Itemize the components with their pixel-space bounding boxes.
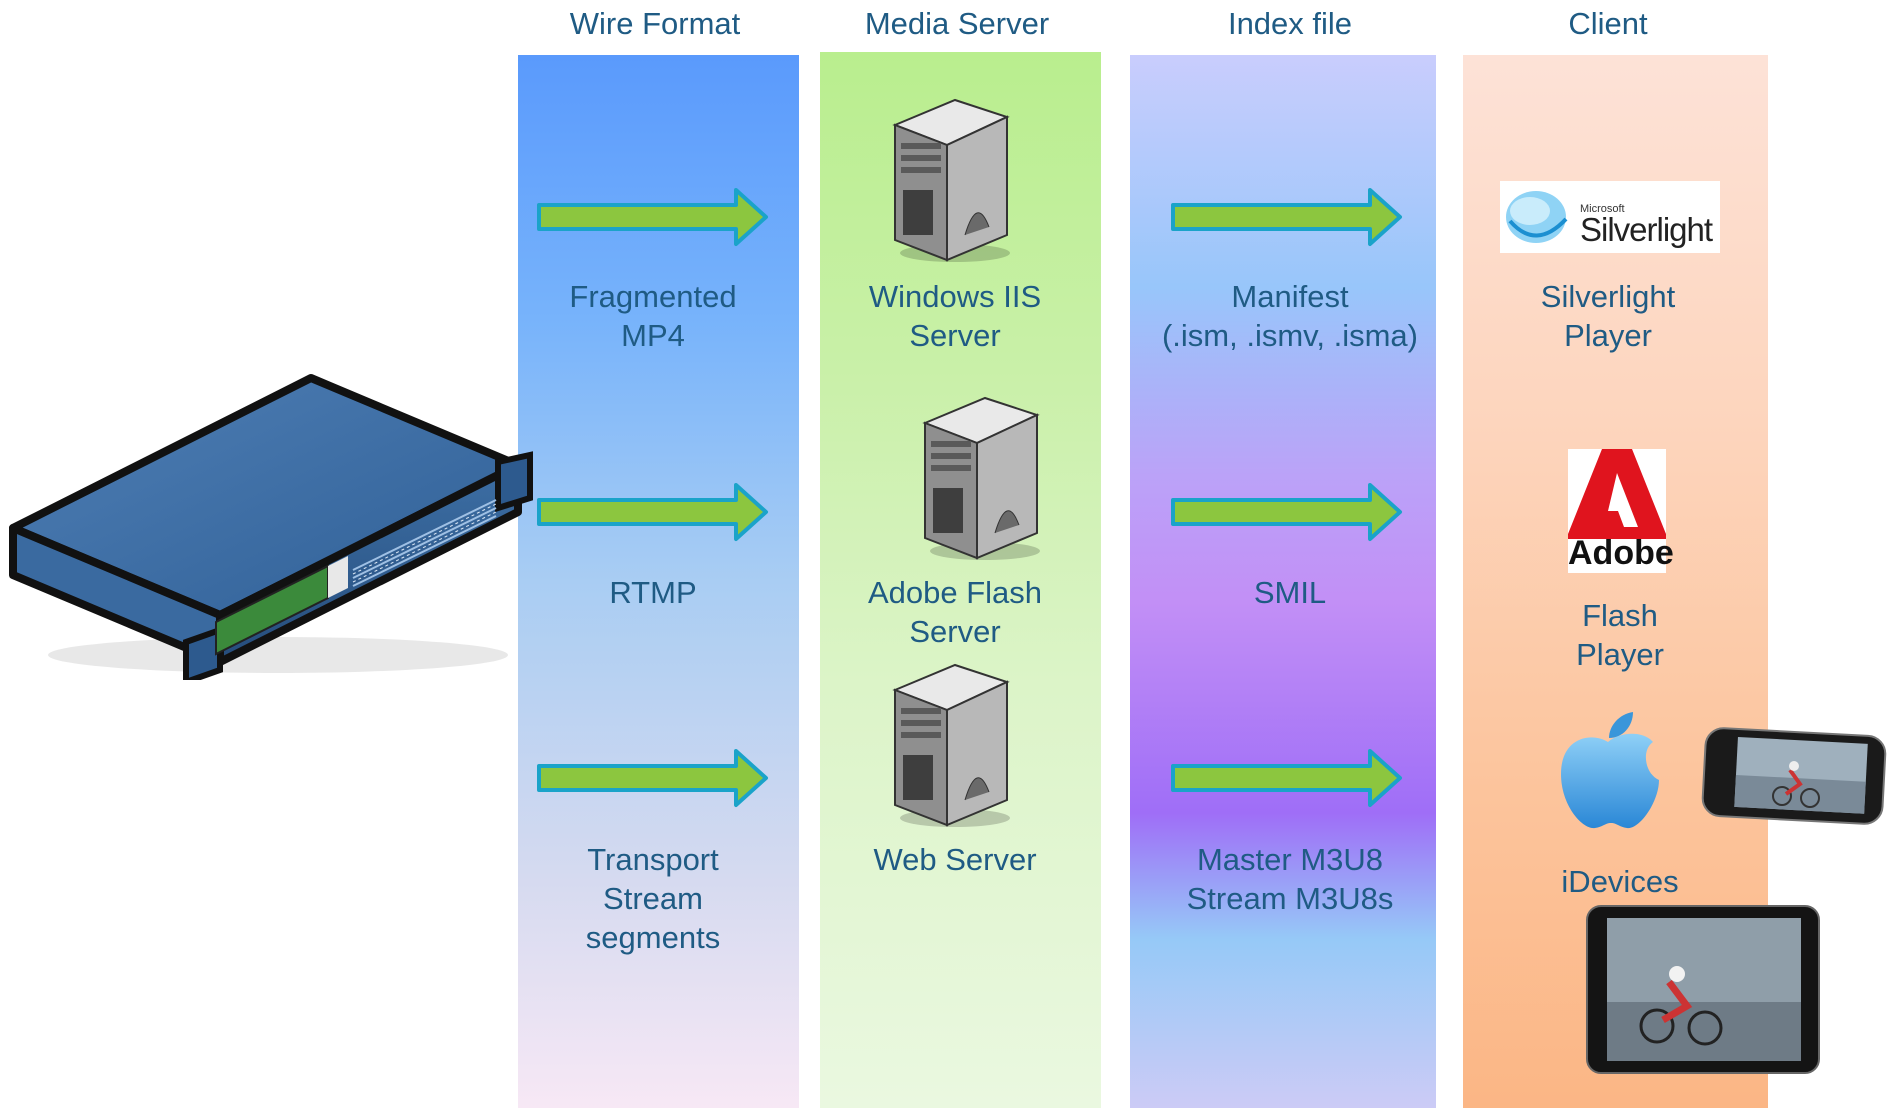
server-tower-icon bbox=[915, 393, 1045, 563]
apple-logo bbox=[1553, 708, 1663, 833]
header-index-file: Index file bbox=[1227, 6, 1353, 41]
label-m3u8: Master M3U8 Stream M3U8s bbox=[1186, 842, 1394, 916]
ipad-image bbox=[1583, 902, 1823, 1077]
arrow-right-icon bbox=[536, 482, 771, 542]
adobe-logo: Adobe bbox=[1568, 449, 1674, 573]
label-transport-stream: Transport Stream segments bbox=[585, 842, 721, 955]
label-flash-player: Flash Player bbox=[1576, 598, 1664, 672]
label-rtmp: RTMP bbox=[609, 575, 697, 610]
silverlight-logo: Microsoft Silverlight bbox=[1500, 181, 1720, 253]
server-tower-icon bbox=[885, 95, 1015, 265]
header-wire-format: Wire Format bbox=[569, 6, 741, 41]
label-idevices: iDevices bbox=[1561, 864, 1679, 899]
label-web-server: Web Server bbox=[873, 842, 1037, 877]
label-fragmented-mp4: Fragmented MP4 bbox=[569, 279, 737, 353]
arrow-right-icon bbox=[536, 187, 771, 247]
encoder-appliance-icon bbox=[8, 370, 533, 680]
arrow-right-icon bbox=[1170, 187, 1405, 247]
arrow-right-icon bbox=[1170, 482, 1405, 542]
label-silverlight-player: Silverlight Player bbox=[1540, 279, 1676, 353]
label-smil: SMIL bbox=[1253, 575, 1327, 610]
arrow-right-icon bbox=[1170, 748, 1405, 808]
iphone-image bbox=[1700, 722, 1888, 830]
label-manifest: Manifest (.ism, .ismv, .isma) bbox=[1161, 279, 1418, 353]
label-windows-iis-server: Windows IIS Server bbox=[868, 279, 1042, 353]
arrow-right-icon bbox=[536, 748, 771, 808]
server-tower-icon bbox=[885, 660, 1015, 830]
header-media-server: Media Server bbox=[864, 6, 1050, 41]
header-client: Client bbox=[1568, 6, 1648, 41]
label-adobe-flash-server: Adobe Flash Server bbox=[867, 575, 1043, 649]
